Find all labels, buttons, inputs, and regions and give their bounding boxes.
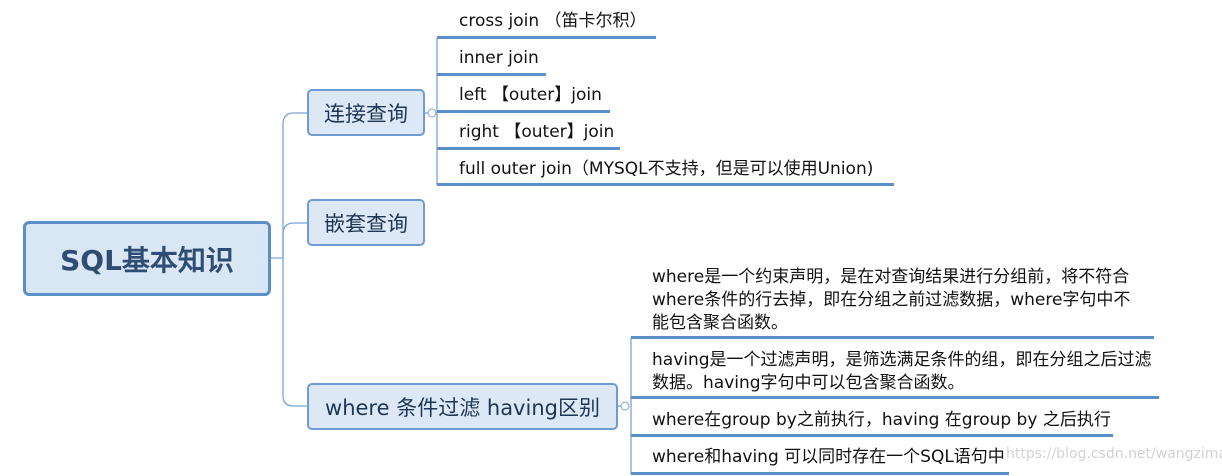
branch-where-vs-having[interactable]: where 条件过滤 having区别 <box>307 383 618 430</box>
leaf-underline <box>437 183 894 186</box>
collapse-toggle-join <box>427 108 437 118</box>
leaf-underline <box>437 73 546 76</box>
leaf-cross-join[interactable]: cross join （笛卡尔积） <box>459 11 647 31</box>
leaf-coexist[interactable]: where和having 可以同时存在一个SQL语句中 <box>652 447 1005 467</box>
watermark: https://blog.csdn.net/wangziman <box>1006 446 1222 462</box>
leaf-underline <box>437 110 610 113</box>
root-label: SQL基本知识 <box>60 243 234 277</box>
leaf-full-outer-join[interactable]: full outer join（MYSQL不支持，但是可以使用Union) <box>459 159 874 179</box>
leaf-underline <box>437 147 620 150</box>
leaf-where-description[interactable]: where是一个约束声明，是在对查询结果进行分组前，将不符合where条件的行去… <box>652 267 1131 333</box>
leaf-left-join[interactable]: left 【outer】join <box>459 85 602 105</box>
branch-label: 连接查询 <box>324 101 408 126</box>
leaf-inner-join[interactable]: inner join <box>459 48 539 68</box>
branch-label: where 条件过滤 having区别 <box>325 395 600 420</box>
leaf-having-description[interactable]: having是一个过滤声明，是筛选满足条件的组，即在分组之后过滤数据。havin… <box>652 350 1152 393</box>
leaf-execution-order[interactable]: where在group by之前执行，having 在group by 之后执行 <box>652 410 1111 430</box>
leaf-right-join[interactable]: right 【outer】join <box>459 122 615 142</box>
branch-label: 嵌套查询 <box>324 211 408 236</box>
root-node[interactable]: SQL基本知识 <box>23 221 271 296</box>
leaf-underline <box>437 36 656 39</box>
leaf-underline <box>631 434 1113 437</box>
branch-join-query[interactable]: 连接查询 <box>307 89 425 136</box>
leaf-underline <box>631 336 1154 339</box>
collapse-toggle-where <box>620 401 630 411</box>
leaf-underline <box>631 472 1009 475</box>
leaf-underline <box>631 396 1159 399</box>
branch-nested-query[interactable]: 嵌套查询 <box>307 199 425 246</box>
